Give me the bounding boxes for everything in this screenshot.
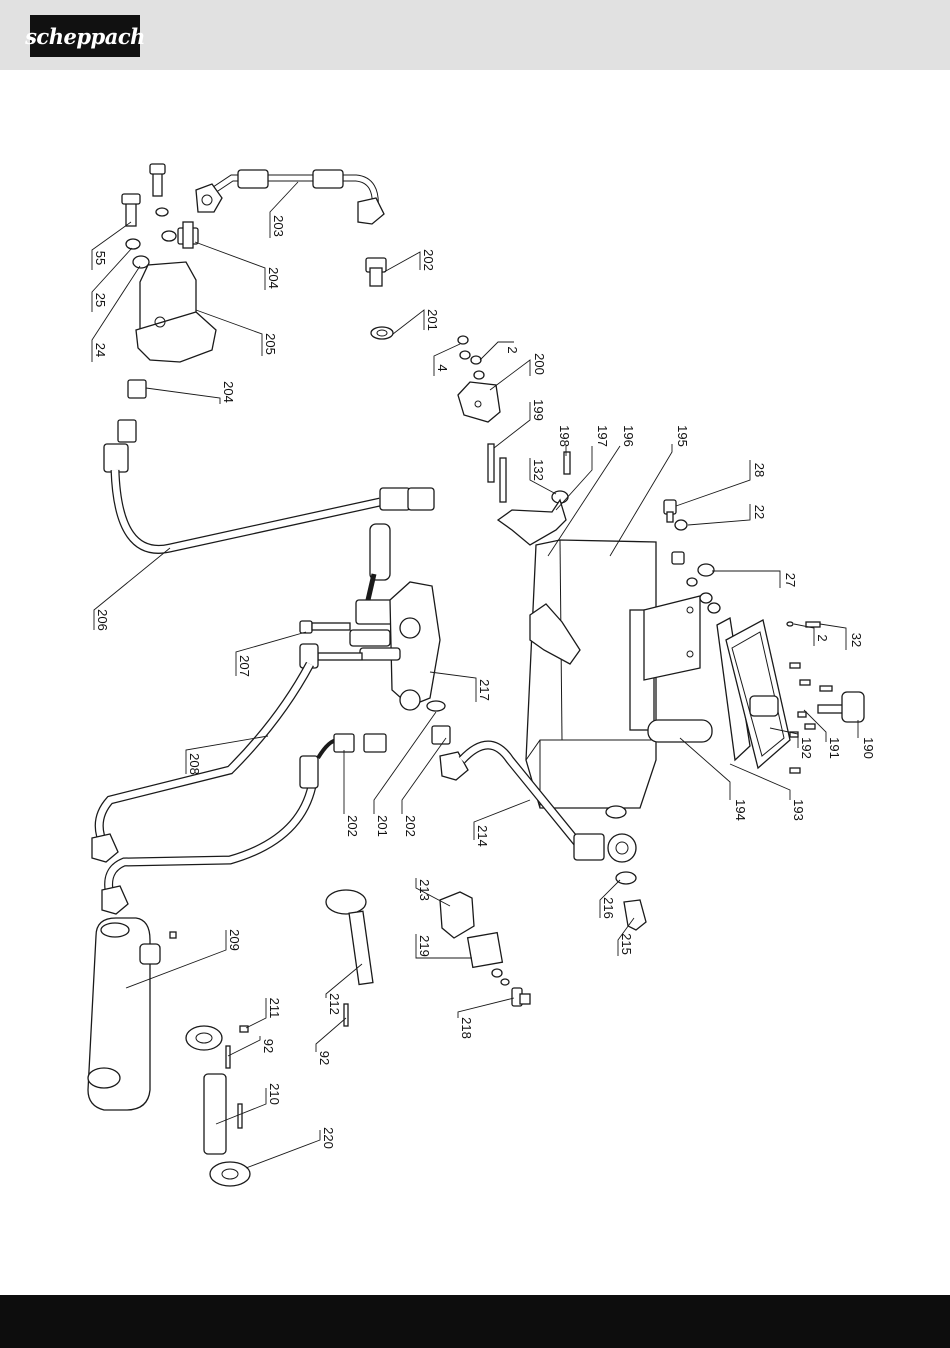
part-label-24: 24 [93, 343, 108, 357]
part-label-206: 206 [95, 609, 110, 631]
part-label-191: 191 [827, 737, 842, 759]
part-label-208: 208 [187, 753, 202, 775]
part-label-202: 202 [345, 815, 360, 837]
part-label-25: 25 [93, 293, 108, 307]
part-label-195: 195 [675, 425, 690, 447]
part-label-219: 219 [417, 935, 432, 957]
part-label-213: 213 [417, 879, 432, 901]
part-label-212: 212 [327, 993, 342, 1015]
part-label-216: 216 [601, 897, 616, 919]
part-label-204: 204 [221, 381, 236, 403]
part-label-201: 201 [375, 815, 390, 837]
part-label-190: 190 [861, 737, 876, 759]
part-label-197: 197 [595, 425, 610, 447]
part-label-218: 218 [459, 1017, 474, 1039]
part-label-209: 209 [227, 929, 242, 951]
part-label-22: 22 [752, 505, 767, 519]
part-label-202: 202 [421, 249, 436, 271]
part-label-201: 201 [425, 309, 440, 331]
part-label-210: 210 [267, 1083, 282, 1105]
part-label-55: 55 [93, 251, 108, 265]
part-label-204: 204 [266, 267, 281, 289]
part-label-203: 203 [271, 215, 286, 237]
part-label-205: 205 [263, 333, 278, 355]
part-label-4: 4 [435, 364, 450, 371]
part-label-220: 220 [321, 1127, 336, 1149]
part-label-28: 28 [752, 463, 767, 477]
part-label-2: 2 [505, 346, 520, 353]
part-label-215: 215 [619, 933, 634, 955]
part-label-32: 32 [849, 633, 864, 647]
part-label-217: 217 [477, 679, 492, 701]
part-label-214: 214 [475, 825, 490, 847]
part-label-92: 92 [317, 1051, 332, 1065]
part-label-200: 200 [532, 353, 547, 375]
part-label-132: 132 [531, 459, 546, 481]
part-label-192: 192 [799, 737, 814, 759]
part-label-2: 2 [815, 634, 830, 641]
part-label-211: 211 [267, 998, 282, 1019]
part-label-194: 194 [733, 799, 748, 821]
part-label-198: 198 [557, 425, 572, 447]
part-drawings [88, 164, 864, 1186]
header-band: scheppach [0, 0, 950, 70]
footer-band [0, 1295, 950, 1348]
part-label-207: 207 [237, 655, 252, 677]
exploded-parts-diagram: 203 204 55 25 24 205 202 201 4 2 200 204 [0, 70, 950, 1295]
part-label-193: 193 [791, 799, 806, 821]
part-label-196: 196 [621, 425, 636, 447]
part-label-199: 199 [531, 399, 546, 421]
scheppach-logo: scheppach [30, 15, 140, 57]
part-label-92: 92 [261, 1039, 276, 1053]
part-label-27: 27 [783, 573, 798, 587]
part-label-202: 202 [403, 815, 418, 837]
